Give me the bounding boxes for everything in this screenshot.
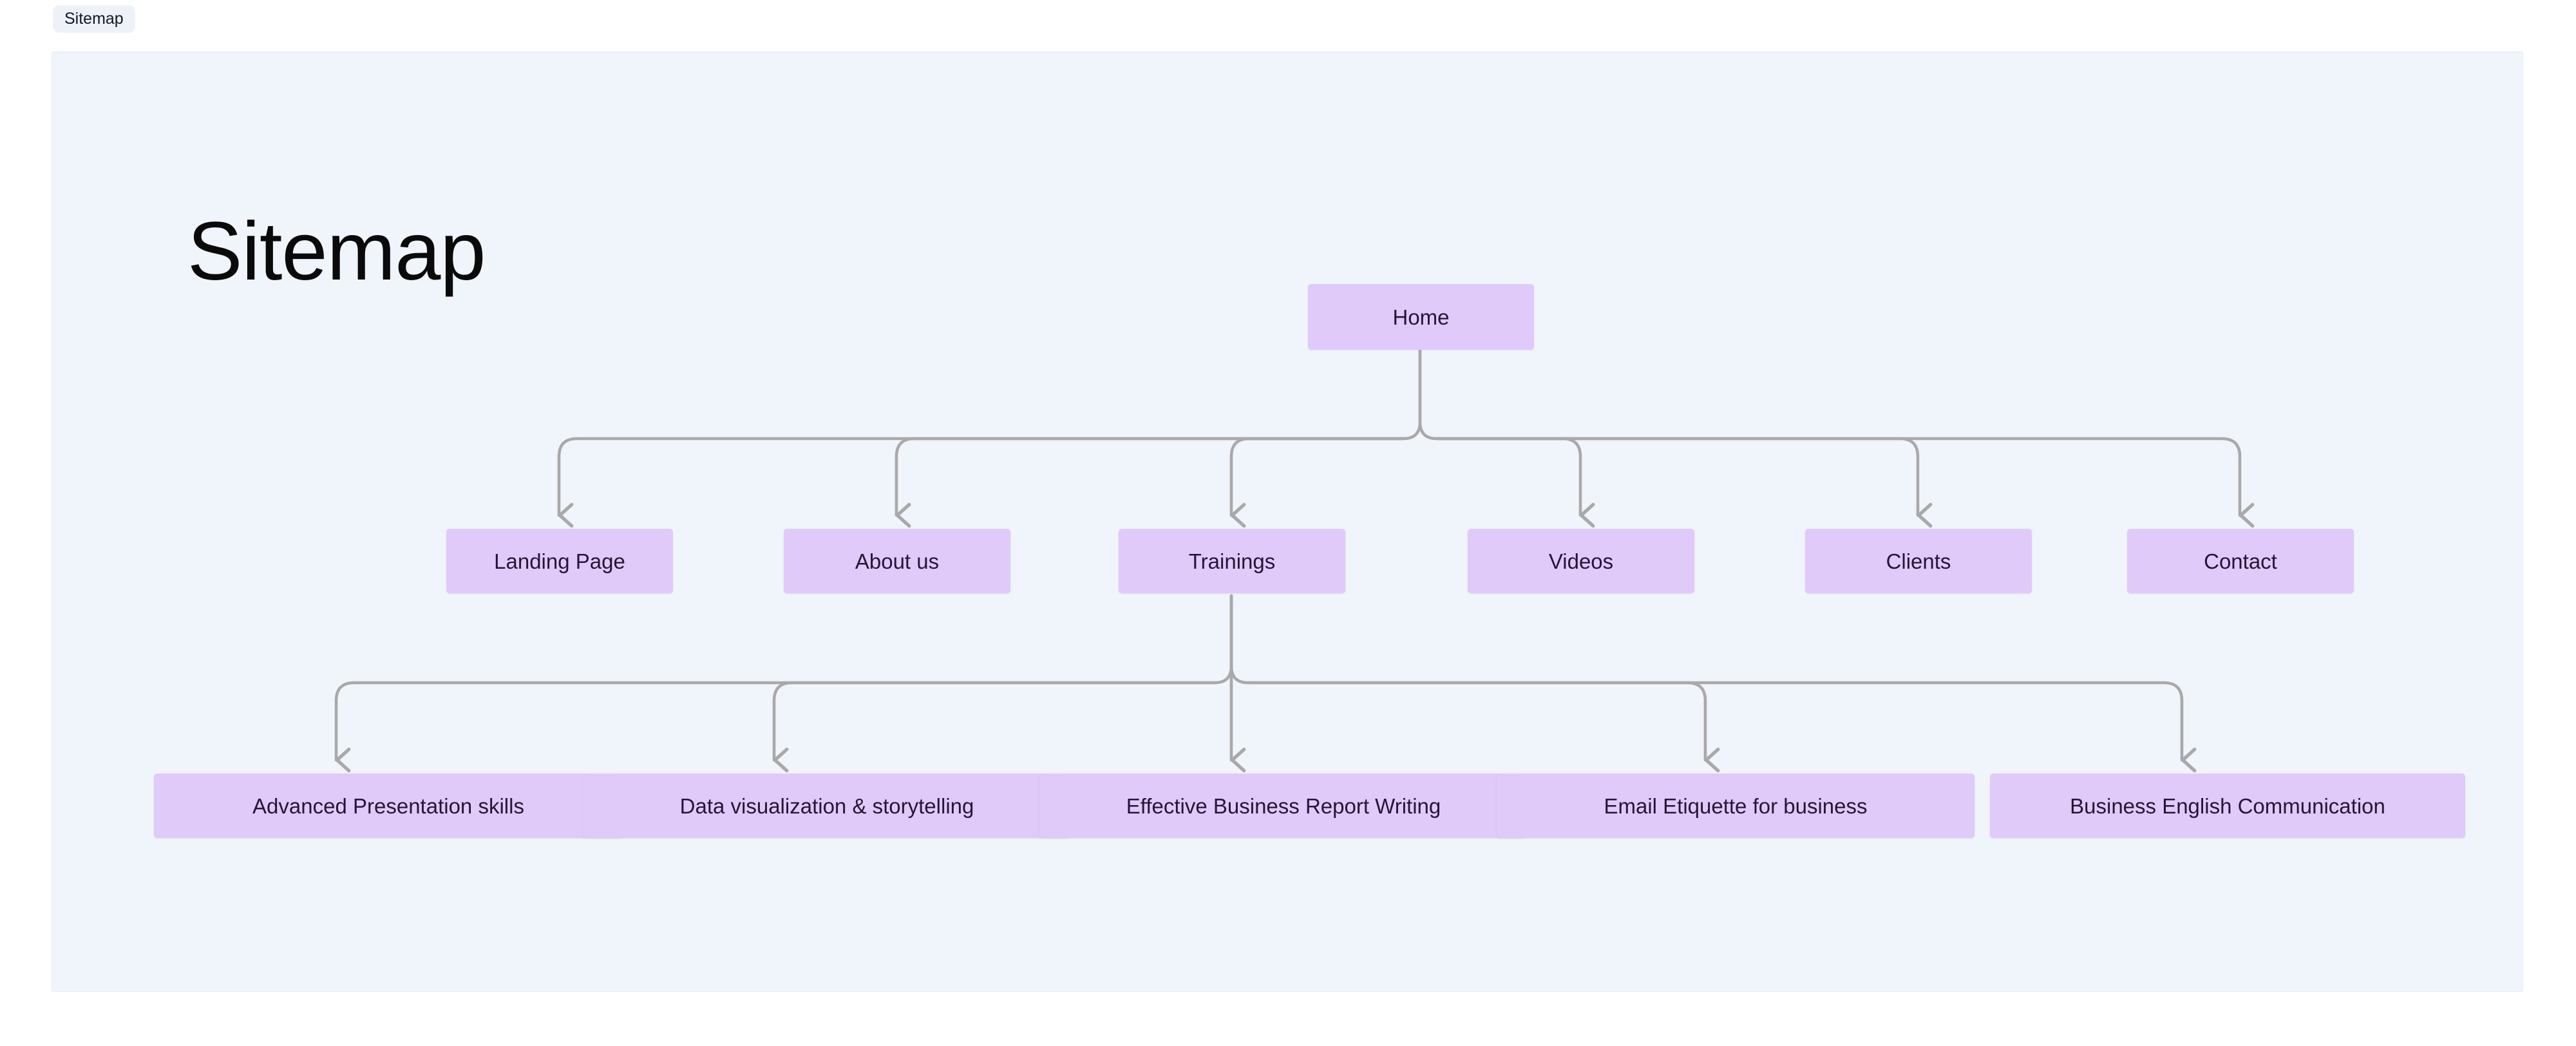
node-clients[interactable]: Clients [1805,529,2032,593]
node-contact[interactable]: Contact [2127,529,2354,593]
node-email-etiquette-for-business[interactable]: Email Etiquette for business [1497,774,1975,838]
node-landing-page[interactable]: Landing Page [446,529,673,593]
node-business-english-communication[interactable]: Business English Communication [1990,774,2465,838]
node-home[interactable]: Home [1308,284,1534,350]
node-about-us[interactable]: About us [784,529,1010,593]
node-trainings[interactable]: Trainings [1119,529,1345,593]
node-data-visualization-storytelling[interactable]: Data visualization & storytelling [583,774,1071,838]
connector-edges [334,349,2255,773]
node-videos[interactable]: Videos [1468,529,1694,593]
tab-sitemap[interactable]: Sitemap [53,5,135,33]
node-advanced-presentation-skills[interactable]: Advanced Presentation skills [154,774,623,838]
node-effective-business-report-writing[interactable]: Effective Business Report Writing [1039,774,1528,838]
page-title: Sitemap [187,205,486,298]
diagram-canvas[interactable]: Sitemap Home Landing Page About us Train… [52,52,2523,992]
